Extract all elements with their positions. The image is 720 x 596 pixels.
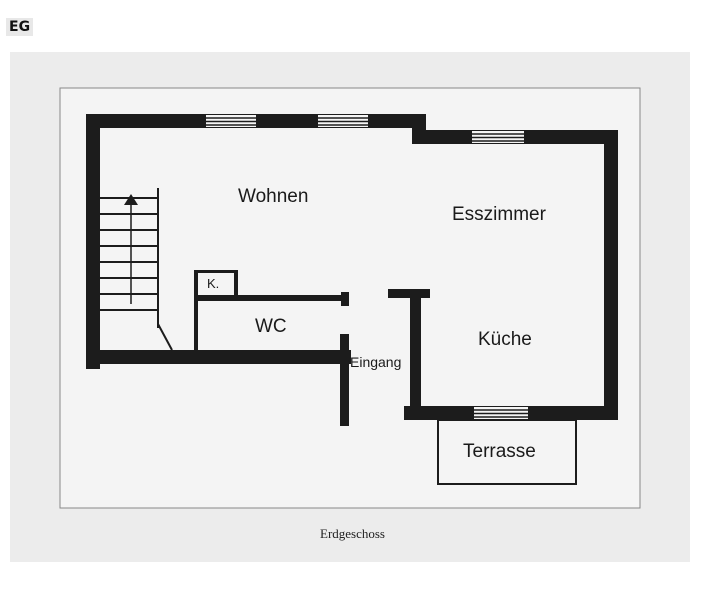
floor-plan-svg: Wohnen Esszimmer Küche WC K. Eingang Ter… <box>59 87 641 541</box>
wall-right <box>604 130 618 412</box>
wall-left <box>86 114 100 369</box>
wall-kitchen-left <box>410 292 421 414</box>
room-label-k: K. <box>207 276 219 291</box>
room-label-esszimmer: Esszimmer <box>452 204 547 225</box>
floor-plan-photo: Wohnen Esszimmer Küche WC K. Eingang Ter… <box>10 52 690 562</box>
terrace-door <box>474 407 528 419</box>
room-label-wohnen: Wohnen <box>238 186 308 207</box>
stair-arrow-icon <box>124 194 138 205</box>
staircase <box>100 188 173 351</box>
wall-closet-top <box>194 270 238 273</box>
room-label-terrasse: Terrasse <box>463 441 536 462</box>
terrace-outline <box>437 419 577 485</box>
room-label-eingang: Eingang <box>350 354 401 370</box>
floor-code-label: EG <box>6 18 34 36</box>
paper-sheet <box>59 87 641 509</box>
wall-entrance-left <box>340 334 349 426</box>
wall-bottom-left <box>86 350 351 364</box>
window-2 <box>318 115 368 127</box>
plan-caption: Erdgeschoss <box>320 526 385 541</box>
room-label-wc: WC <box>255 316 287 337</box>
wall-wc-top <box>194 295 347 301</box>
wall-wc-top-end <box>341 292 349 306</box>
window-3 <box>472 131 524 143</box>
room-label-kueche: Küche <box>478 329 532 350</box>
wall-kitchen-stub <box>388 289 430 298</box>
wall-closet-right <box>234 270 238 298</box>
window-1 <box>206 115 256 127</box>
wall-closet-left <box>194 270 198 358</box>
windows <box>206 115 528 419</box>
